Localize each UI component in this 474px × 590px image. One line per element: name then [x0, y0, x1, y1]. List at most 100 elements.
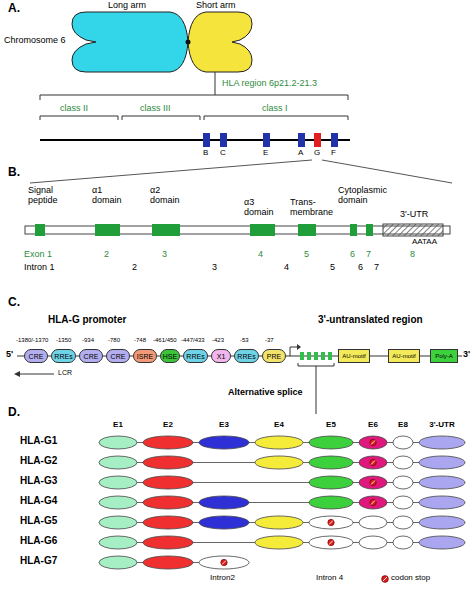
element-name: CRE [111, 353, 126, 360]
exon-oval [359, 536, 387, 549]
position-number: -461/450 [153, 337, 177, 344]
exon-oval [309, 456, 353, 469]
exon-oval [393, 476, 413, 489]
position-number: -1380/-1370 [16, 337, 48, 344]
exon-box [35, 224, 45, 236]
exon-box [350, 224, 357, 236]
exon-oval [419, 456, 465, 469]
locus-box [298, 133, 305, 147]
promoter-element: CRE [24, 349, 48, 363]
strand-end: 5' [6, 350, 13, 360]
exon-oval [99, 476, 137, 489]
intron-note: Intron2 [210, 574, 235, 583]
exon-box [366, 224, 373, 236]
splice-bracket [298, 363, 334, 414]
class-label: class III [140, 104, 171, 114]
exon-number: 5 [304, 250, 309, 260]
position-number: -447/433 [181, 337, 205, 344]
exon-box [95, 224, 120, 236]
exon-header: E4 [254, 421, 304, 430]
element-name: AU-motif [392, 353, 415, 359]
locus-box [331, 133, 338, 147]
exon-oval [419, 496, 465, 509]
utr-motif-box: AU-motif [338, 349, 370, 363]
stop-codon-mark [328, 539, 334, 545]
exon-header: E1 [98, 421, 138, 430]
stop-codon-mark [370, 439, 376, 445]
exon-oval [359, 496, 387, 509]
exon-box [250, 224, 275, 236]
exon-oval [143, 456, 193, 469]
exon-oval [199, 436, 249, 449]
zoom-line [30, 160, 452, 183]
domain-label: Cytoplasmic domain [338, 186, 398, 206]
element-name: Poly-A [435, 353, 453, 359]
region-label: HLA region 6p21.2-21.3 [222, 79, 317, 89]
position-number: -37 [265, 337, 274, 344]
intron-number: 4 [284, 263, 289, 273]
exon-header: E5 [308, 421, 354, 430]
stop-codon-slash [329, 541, 333, 545]
element-name: RREs [54, 353, 72, 360]
stop-symbol [382, 576, 389, 583]
exon-number: 4 [258, 250, 263, 260]
start-arrow [290, 347, 297, 356]
exon-oval [99, 496, 137, 509]
exon-oval [359, 516, 387, 529]
promoter-element: ISRE [133, 349, 157, 363]
polya-signal: AATAA [412, 238, 437, 247]
class-bracket [40, 116, 348, 120]
exon-header: E6 [358, 421, 388, 430]
panel-letter: A. [8, 2, 20, 15]
domain-label: Signal peptide [28, 186, 72, 206]
stop-codon-mark [370, 499, 376, 505]
isoform-name: HLA-G7 [20, 555, 57, 566]
promoter-element: X1 [211, 349, 231, 363]
stop-codon-slash [371, 501, 375, 505]
centromere [186, 40, 191, 45]
isoform-name: HLA-G5 [20, 515, 57, 526]
locus-letter: G [314, 149, 320, 158]
chromosome-label: Chromosome 6 [4, 36, 66, 46]
intron-number: 6 [358, 263, 363, 273]
isoform-name: HLA-G2 [20, 455, 57, 466]
exon-oval [309, 536, 353, 549]
strand-end: 3' [463, 350, 470, 360]
exon-oval [419, 516, 465, 529]
exon-oval [393, 456, 413, 469]
exon-oval [143, 436, 193, 449]
stop-codon-slash [222, 561, 226, 565]
exon-header: E3 [198, 421, 250, 430]
arm-label: Long arm [108, 1, 146, 11]
backbone-connector [370, 356, 388, 357]
locus-letter: E [263, 149, 268, 158]
lcr-arrowhead [14, 371, 20, 377]
exon-header: E2 [142, 421, 194, 430]
short-arm-shape [188, 12, 252, 72]
exon-number: 3 [162, 250, 167, 260]
promoter-element: RREs [51, 349, 76, 363]
exon-oval [359, 456, 387, 469]
locus-letter: A [298, 149, 303, 158]
locus-box [203, 133, 210, 147]
element-name: CRE [84, 353, 99, 360]
locus-letter: C [220, 149, 226, 158]
locus-box [220, 133, 227, 147]
domain-label: Trans-membrane [290, 198, 338, 218]
element-name: ISRE [137, 353, 153, 360]
exon-oval [99, 556, 137, 569]
exon-oval [255, 436, 303, 449]
process-label: Alternative splice [228, 388, 303, 398]
exon-oval [99, 436, 137, 449]
exon-number: Exon 1 [24, 250, 52, 260]
exon-oval [199, 556, 249, 569]
stop-codon-mark [221, 559, 227, 565]
start-arrowhead [297, 344, 301, 350]
stop-codon-slash [371, 461, 375, 465]
intron-number: 7 [374, 263, 379, 273]
isoform-name: HLA-G1 [20, 435, 57, 446]
isoform-name: HLA-G3 [20, 475, 57, 486]
element-name: HSE [163, 353, 177, 360]
panel-letter: C. [8, 296, 20, 309]
